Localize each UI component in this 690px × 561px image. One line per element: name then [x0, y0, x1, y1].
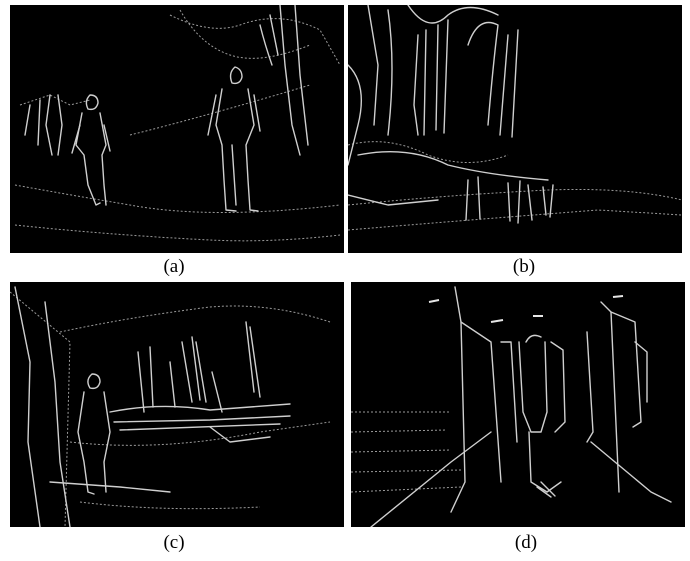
caption-c: (c) — [163, 532, 185, 553]
caption-b: (b) — [512, 256, 536, 277]
edge-image-c — [10, 282, 344, 527]
caption-a: (a) — [163, 256, 185, 277]
edge-image-d — [351, 282, 685, 527]
edge-image-a — [10, 5, 344, 253]
edge-image-b — [348, 5, 682, 253]
caption-d: (d) — [514, 532, 538, 553]
